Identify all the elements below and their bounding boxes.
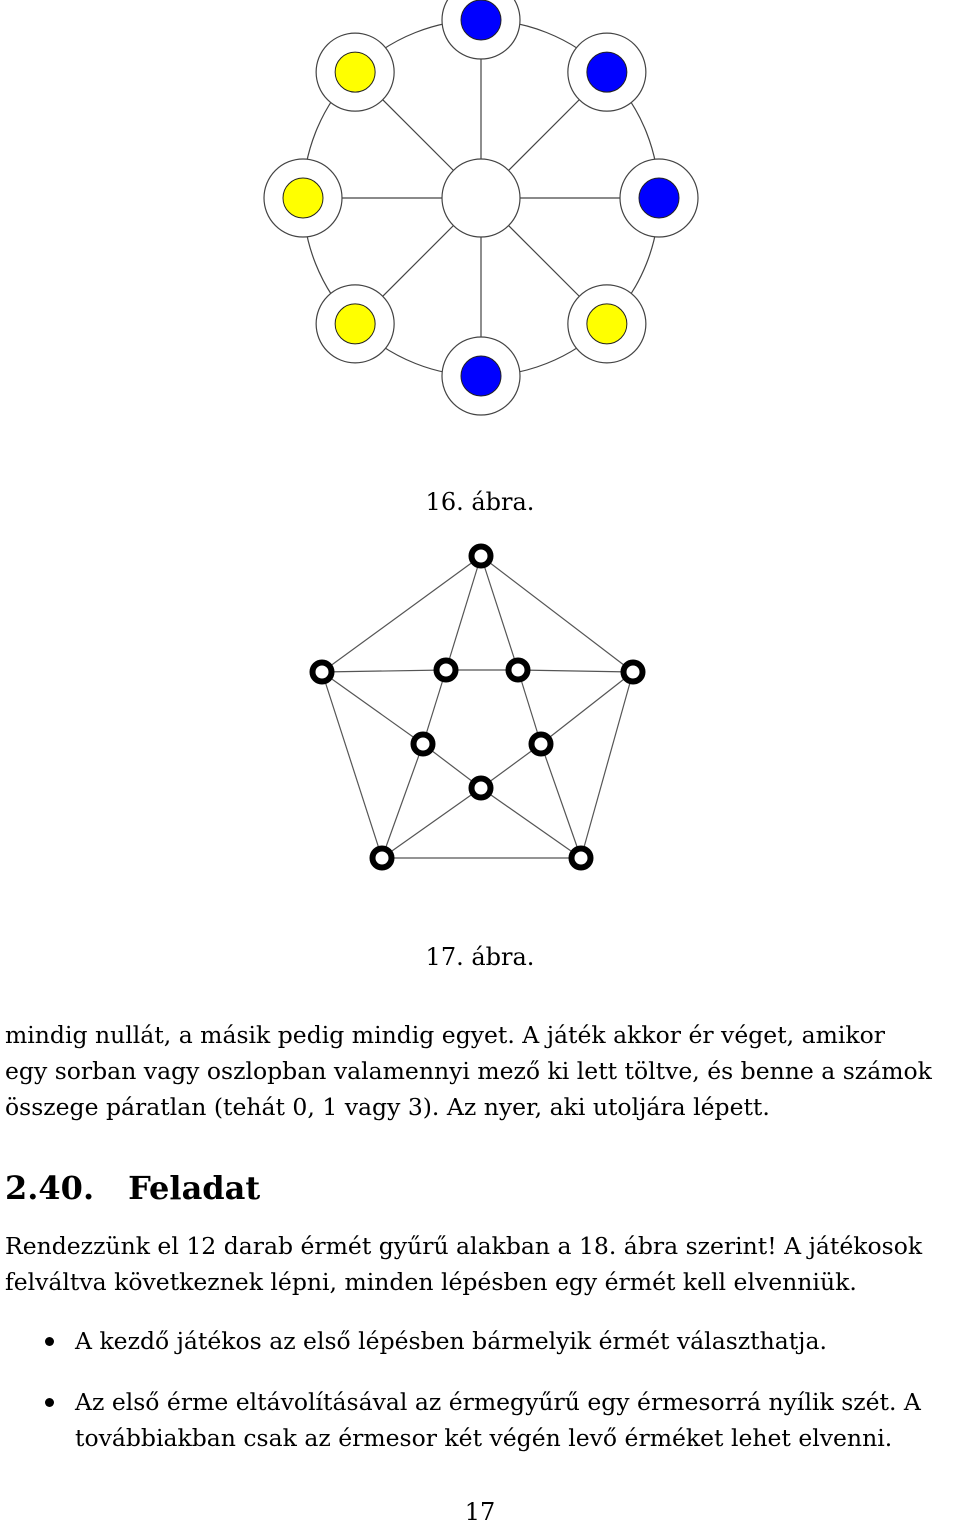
graph-node bbox=[620, 659, 646, 685]
bullet-item: Az első érme eltávolításával az érmegyűr… bbox=[45, 1384, 960, 1456]
bullet-text: A kezdő játékos az első lépésben bármely… bbox=[75, 1327, 827, 1355]
graph-edge bbox=[540, 671, 634, 745]
graph-edge bbox=[422, 669, 447, 745]
bullet-item: A kezdő játékos az első lépésben bármely… bbox=[45, 1323, 827, 1359]
bullet-text: továbbiakban csak az érmesor két végén l… bbox=[75, 1424, 893, 1452]
graph-edge bbox=[480, 787, 582, 859]
yellow-coin bbox=[586, 303, 628, 345]
paragraph-line: egy sorban vagy oszlopban valamennyi mez… bbox=[5, 1057, 932, 1085]
graph-node bbox=[410, 731, 436, 757]
paragraph-line: összege páratlan (tehát 0, 1 vagy 3). Az… bbox=[5, 1093, 770, 1121]
graph-edge bbox=[480, 555, 634, 673]
yellow-coin bbox=[282, 177, 324, 219]
section-title: Feladat bbox=[128, 1169, 261, 1207]
graph-node bbox=[528, 731, 554, 757]
graph-node bbox=[468, 775, 494, 801]
figure-16-caption: 16. ábra. bbox=[425, 488, 535, 516]
graph-edge bbox=[517, 669, 542, 745]
graph-edge bbox=[480, 555, 519, 671]
graph-node bbox=[369, 845, 395, 871]
graph-node bbox=[505, 657, 531, 683]
bullet-dot-icon bbox=[45, 1398, 54, 1407]
figure-17-caption: 17. ábra. bbox=[425, 943, 535, 971]
bullet-dot-icon bbox=[45, 1337, 54, 1346]
blue-coin bbox=[586, 51, 628, 93]
graph-node bbox=[309, 659, 335, 685]
paragraph-line: mindig nullát, a másik pedig mindig egye… bbox=[5, 1021, 886, 1049]
graph-edge bbox=[381, 787, 482, 859]
graph-edge bbox=[540, 743, 582, 859]
yellow-coin bbox=[334, 303, 376, 345]
paragraph-rules: mindig nullát, a másik pedig mindig egye… bbox=[5, 1017, 960, 1125]
bullet-text: Az első érme eltávolításával az érmegyűr… bbox=[75, 1388, 921, 1416]
graph-edge bbox=[321, 671, 424, 745]
graph-edge bbox=[321, 671, 383, 859]
graph-node bbox=[568, 845, 594, 871]
paragraph-line: Rendezzünk el 12 darab érmét gyűrű alakb… bbox=[5, 1232, 923, 1260]
graph-edge bbox=[321, 555, 482, 673]
graph-edge bbox=[321, 669, 447, 673]
graph-node bbox=[433, 657, 459, 683]
paragraph-line: felváltva következnek lépni, minden lépé… bbox=[5, 1268, 857, 1296]
graph-edge bbox=[445, 555, 482, 671]
center-node bbox=[441, 158, 521, 238]
yellow-coin bbox=[334, 51, 376, 93]
blue-coin bbox=[460, 355, 502, 397]
section-heading: 2.40. Feladat bbox=[5, 1168, 260, 1208]
page-number: 17 bbox=[464, 1498, 496, 1526]
blue-coin bbox=[460, 0, 502, 41]
graph-edge bbox=[517, 669, 634, 673]
blue-coin bbox=[638, 177, 680, 219]
graph-edge bbox=[381, 743, 424, 859]
figure-16-diagram bbox=[263, 0, 699, 416]
graph-node bbox=[468, 543, 494, 569]
paragraph-task: Rendezzünk el 12 darab érmét gyűrű alakb… bbox=[5, 1228, 960, 1300]
figure-17-diagram bbox=[309, 543, 646, 871]
graph-edge bbox=[580, 671, 634, 859]
section-number: 2.40. bbox=[5, 1169, 95, 1207]
